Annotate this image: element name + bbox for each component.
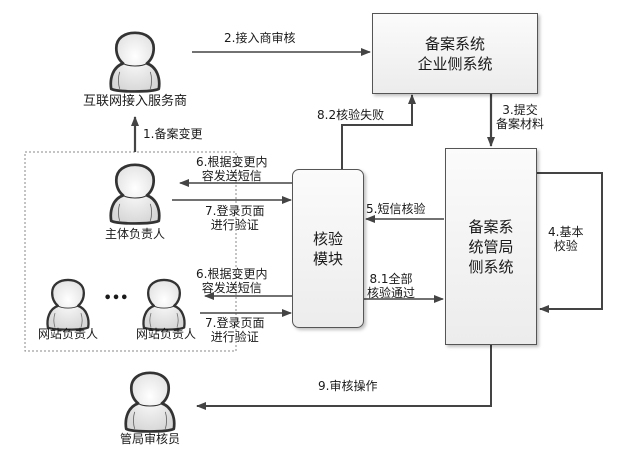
edge-9-label: 9.审核操作 bbox=[318, 379, 378, 393]
bureau-system-node: 备案系 统管局 侧系统 bbox=[445, 148, 537, 345]
edge-9-arrow bbox=[196, 345, 492, 410]
edge-8-1-label-line2: 核验通过 bbox=[367, 286, 416, 300]
enterprise-system-line1: 备案系统 bbox=[424, 34, 485, 53]
edge-8-2-label: 8.2核验失败 bbox=[317, 108, 385, 122]
site-owner-2-label: 网站负责人 bbox=[135, 327, 196, 341]
isp-person-icon bbox=[109, 31, 161, 93]
edge-4-loop-arrow bbox=[537, 172, 603, 313]
ellipsis-label: ••• bbox=[103, 291, 129, 306]
edge-7b-label: 7.登录页面 进行验证 bbox=[205, 316, 264, 344]
verify-module-line2: 模块 bbox=[312, 249, 343, 268]
enterprise-system-node: 备案系统 企业侧系统 bbox=[372, 13, 538, 94]
edge-8-1-label: 8.1全部 核验通过 bbox=[367, 272, 415, 300]
bureau-system-line3: 侧系统 bbox=[468, 257, 514, 276]
edge-6a-label-line2: 容发送短信 bbox=[201, 169, 262, 183]
owner-label: 主体负责人 bbox=[104, 227, 165, 241]
edge-3-label-line1: 3.提交 bbox=[502, 103, 538, 117]
edge-8-1-label-line1: 8.1全部 bbox=[369, 272, 413, 286]
site-owner-2-person-icon bbox=[142, 278, 186, 331]
owner-person-icon bbox=[109, 163, 161, 225]
verify-module-node: 核验 模块 bbox=[292, 169, 364, 328]
edge-1-label: 1.备案变更 bbox=[143, 127, 203, 141]
edge-6b-label-line2: 容发送短信 bbox=[201, 281, 262, 295]
verify-module-line1: 核验 bbox=[312, 229, 343, 248]
reviewer-person-icon bbox=[124, 371, 176, 433]
edge-7b-label-line1: 7.登录页面 bbox=[205, 316, 265, 330]
edge-7a-label-line1: 7.登录页面 bbox=[205, 204, 265, 218]
edge-4-label-line1: 4.基本 bbox=[548, 225, 584, 239]
edge-3-label-line2: 备案材料 bbox=[496, 117, 545, 131]
isp-label: 互联网接入服务商 bbox=[82, 94, 187, 109]
enterprise-system-line2: 企业侧系统 bbox=[417, 54, 493, 73]
edge-4-label-line2: 校验 bbox=[553, 239, 578, 253]
site-owner-1-person-icon bbox=[46, 278, 90, 331]
edge-6a-label-line1: 6.根据变更内 bbox=[196, 155, 268, 169]
edge-5-label: 5.短信核验 bbox=[366, 202, 426, 216]
edge-6b-label-line1: 6.根据变更内 bbox=[196, 267, 268, 281]
edge-7a-label: 7.登录页面 进行验证 bbox=[205, 204, 264, 232]
stakeholder-group-box bbox=[24, 151, 237, 352]
edge-7a-label-line2: 进行验证 bbox=[210, 218, 259, 232]
reviewer-label: 管局审核员 bbox=[119, 432, 180, 446]
edge-6a-label: 6.根据变更内 容发送短信 bbox=[196, 155, 267, 183]
edge-4-label: 4.基本 校验 bbox=[548, 225, 583, 253]
edge-6b-label: 6.根据变更内 容发送短信 bbox=[196, 267, 267, 295]
edge-7b-label-line2: 进行验证 bbox=[210, 330, 259, 344]
bureau-system-line1: 备案系 bbox=[468, 217, 514, 236]
edge-3-label: 3.提交 备案材料 bbox=[496, 103, 544, 131]
edge-8-2-arrow bbox=[341, 94, 416, 170]
bureau-system-line2: 统管局 bbox=[468, 237, 514, 256]
edge-2-label: 2.接入商审核 bbox=[224, 31, 296, 45]
site-owner-1-label: 网站负责人 bbox=[37, 327, 98, 341]
